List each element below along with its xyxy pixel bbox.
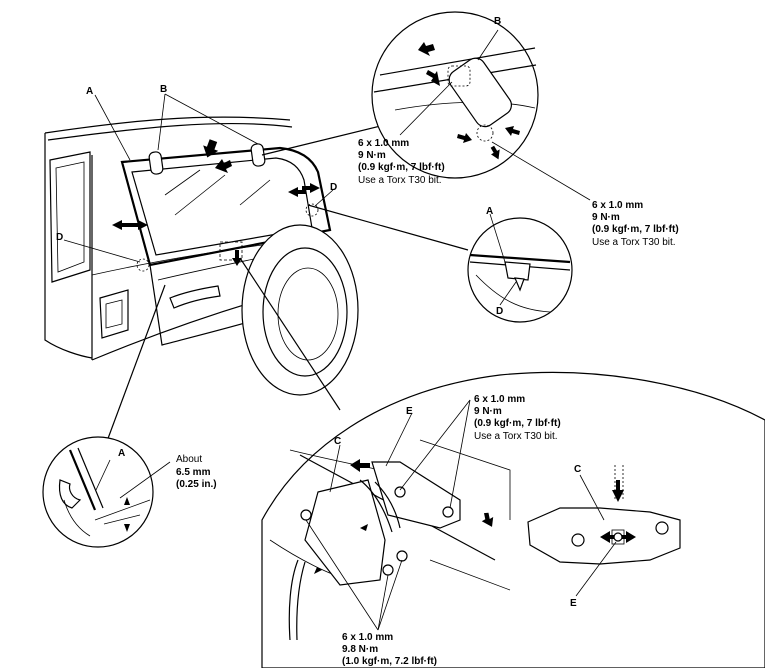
- spec-top-torque-alt: (0.9 kgf·m, 7 lbf·ft): [358, 162, 445, 173]
- label-a-main: A: [86, 86, 93, 97]
- spec-right-torque: 9 N·m: [592, 212, 620, 223]
- gap-mm: 6.5 mm: [176, 467, 211, 478]
- spec-bottom-torque-alt: (1.0 kgf·m, 7.2 lbf·ft): [342, 656, 437, 667]
- spec-right: 6 x 1.0 mm 9 N·m (0.9 kgf·m, 7 lbf·ft) U…: [592, 200, 679, 248]
- spec-top-note: Use a Torx T30 bit.: [358, 175, 442, 186]
- spec-bottom-size: 6 x 1.0 mm: [342, 632, 393, 643]
- spec-hinge-note: Use a Torx T30 bit.: [474, 431, 558, 442]
- part-labels: A B D D B A D A E C C E: [56, 16, 581, 609]
- callout-gap: [42, 436, 171, 548]
- callout-hinge: [261, 371, 765, 668]
- spec-top-torque: 9 N·m: [358, 150, 386, 161]
- callout-clip-d: [467, 213, 573, 323]
- spec-bottom-torque: 9.8 N·m: [342, 644, 378, 655]
- label-e-hinge: E: [406, 406, 413, 417]
- label-b-main: B: [160, 84, 167, 95]
- gap-in: (0.25 in.): [176, 479, 217, 490]
- label-d-left: D: [56, 232, 63, 243]
- spec-right-note: Use a Torx T30 bit.: [592, 237, 676, 248]
- spec-right-size: 6 x 1.0 mm: [592, 200, 643, 211]
- label-d-right: D: [330, 182, 337, 193]
- label-e-detail: E: [570, 598, 577, 609]
- vehicle-rear-view: [44, 116, 359, 396]
- leader-lines-main: [63, 93, 469, 461]
- spec-top-size: 6 x 1.0 mm: [358, 138, 409, 149]
- spec-hinge-torque: 9 N·m: [474, 406, 502, 417]
- callout-pad-b: [371, 11, 591, 201]
- label-c-hinge: C: [334, 436, 341, 447]
- spec-hinge-torque-alt: (0.9 kgf·m, 7 lbf·ft): [474, 418, 561, 429]
- gap-about: About: [176, 454, 202, 465]
- spec-top: 6 x 1.0 mm 9 N·m (0.9 kgf·m, 7 lbf·ft) U…: [358, 138, 445, 186]
- label-c-detail: C: [574, 464, 581, 475]
- gap-spec: About 6.5 mm (0.25 in.): [176, 454, 217, 490]
- spec-hinge-size: 6 x 1.0 mm: [474, 394, 525, 405]
- label-a-callout-left: A: [118, 448, 125, 459]
- label-b-callout: B: [494, 16, 501, 27]
- label-d-callout-right: D: [496, 306, 503, 317]
- label-a-callout-right: A: [486, 206, 493, 217]
- spec-right-torque-alt: (0.9 kgf·m, 7 lbf·ft): [592, 224, 679, 235]
- spec-bottom: 6 x 1.0 mm 9.8 N·m (1.0 kgf·m, 7.2 lbf·f…: [342, 632, 437, 667]
- detail-latch: [527, 465, 681, 597]
- spec-hinge: 6 x 1.0 mm 9 N·m (0.9 kgf·m, 7 lbf·ft) U…: [474, 394, 561, 442]
